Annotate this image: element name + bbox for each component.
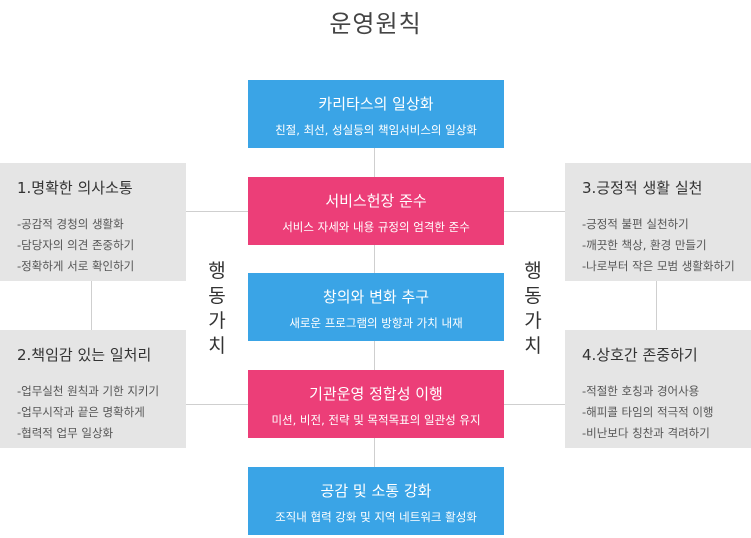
principle-box-communication: 공감 및 소통 강화 조직내 협력 강화 및 지역 네트워크 활성화 [248,467,504,535]
left-lower-connector [186,404,248,405]
value-title: 2.책임감 있는 일처리 [17,346,152,364]
value-title: 3.긍정적 생활 실천 [582,179,703,197]
value-item: -협력적 업무 일상화 [17,426,114,440]
right-upper-connector [504,211,566,212]
principle-box-consistency: 기관운영 정합성 이행 미션, 비전, 전략 및 목적목표의 일관성 유지 [248,370,504,438]
value-item: -적절한 호칭과 경어사용 [582,384,700,398]
principle-box-caritas: 카리타스의 일상화 친절, 최선, 성실등의 책임서비스의 일상화 [248,80,504,148]
principle-title: 창의와 변화 추구 [322,288,430,306]
value-box-mutual-respect: 4.상호간 존중하기 -적절한 호칭과 경어사용 -해피콜 타임의 적극적 이행… [565,330,751,448]
value-list: -적절한 호칭과 경어사용 -해피콜 타임의 적극적 이행 -비난보다 칭찬과 … [582,381,751,444]
value-item: -공감적 경청의 생활화 [17,217,124,231]
value-item: -정확하게 서로 확인하기 [17,259,135,273]
value-box-responsibility: 2.책임감 있는 일처리 -업무실천 원칙과 기한 지키기 -업무시작과 끝은 … [0,330,186,448]
value-title: 4.상호간 존중하기 [582,346,698,364]
value-box-communication: 1.명확한 의사소통 -공감적 경청의 생활화 -담당자의 의견 존중하기 -정… [0,163,186,281]
principle-subtitle: 조직내 협력 강화 및 지역 네트워크 활성화 [275,510,477,524]
value-box-positive-life: 3.긍정적 생활 실천 -긍정적 불편 실천하기 -깨끗한 책상, 환경 만들기… [565,163,751,281]
principle-subtitle: 새로운 프로그램의 방향과 가치 내재 [289,316,463,330]
page-title: 운영원칙 [329,10,422,38]
behavior-value-label-right: 행 동 가 치 [524,260,542,357]
value-list: -긍정적 불편 실천하기 -깨끗한 책상, 환경 만들기 -나로부터 작은 모범… [582,214,751,277]
behavior-value-label-left: 행 동 가 치 [208,260,226,357]
principle-title: 기관운영 정합성 이행 [309,385,443,403]
left-vertical-connector [91,280,92,330]
value-title: 1.명확한 의사소통 [17,179,133,197]
principle-subtitle: 서비스 자세와 내용 규정의 엄격한 준수 [282,220,470,234]
value-list: -업무실천 원칙과 기한 지키기 -업무시작과 끝은 명확하게 -협력적 업무 … [17,381,186,444]
value-list: -공감적 경청의 생활화 -담당자의 의견 존중하기 -정확하게 서로 확인하기 [17,214,186,277]
principle-title: 카리타스의 일상화 [318,95,434,113]
principle-title: 서비스헌장 준수 [325,192,427,210]
value-item: -업무실천 원칙과 기한 지키기 [17,384,160,398]
value-item: -긍정적 불편 실천하기 [582,217,689,231]
principle-subtitle: 미션, 비전, 전략 및 목적목표의 일관성 유지 [271,413,481,427]
principle-box-creativity: 창의와 변화 추구 새로운 프로그램의 방향과 가치 내재 [248,273,504,341]
value-item: -깨끗한 책상, 환경 만들기 [582,238,707,252]
value-item: -업무시작과 끝은 명확하게 [17,405,145,419]
right-lower-connector [504,404,566,405]
value-item: -비난보다 칭찬과 격려하기 [582,426,710,440]
right-vertical-connector [656,280,657,330]
principle-title: 공감 및 소통 강화 [320,482,432,500]
value-item: -해피콜 타임의 적극적 이행 [582,405,714,419]
left-upper-connector [186,211,248,212]
principle-box-charter: 서비스헌장 준수 서비스 자세와 내용 규정의 엄격한 준수 [248,177,504,245]
value-item: -나로부터 작은 모범 생활화하기 [582,259,735,273]
principle-subtitle: 친절, 최선, 성실등의 책임서비스의 일상화 [275,123,477,137]
value-item: -담당자의 의견 존중하기 [17,238,135,252]
